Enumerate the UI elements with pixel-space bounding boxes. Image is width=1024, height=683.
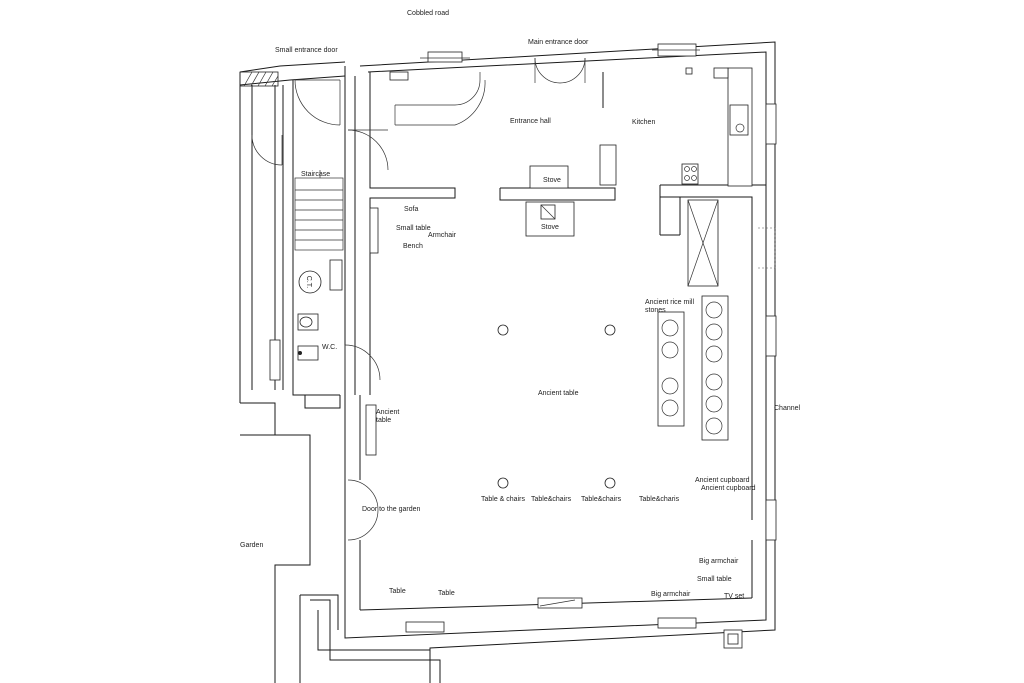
label-bench: Bench bbox=[403, 243, 423, 250]
label-entrance-hall: Entrance hall bbox=[510, 118, 551, 125]
label-sofa: Sofa bbox=[404, 206, 419, 213]
label-ancient-table-side-2: table bbox=[376, 417, 392, 424]
label-ancient-rice-mill-1: Ancient rice mill bbox=[645, 299, 695, 306]
kitchen-fixtures bbox=[389, 67, 753, 187]
label-table-2: Table bbox=[438, 590, 455, 597]
wc-fixtures bbox=[297, 259, 343, 361]
label-stove-upper: Stove bbox=[543, 177, 561, 184]
label-table-chairs-1: Table & chairs bbox=[481, 496, 525, 503]
outer-walls bbox=[239, 41, 776, 683]
label-main-entrance-door: Main entrance door bbox=[528, 39, 589, 46]
label-small-table-left: Small table bbox=[396, 225, 431, 232]
hall-furniture bbox=[365, 67, 743, 649]
label-wc: W.C. bbox=[322, 344, 338, 351]
label-ancient-table-side-1: Ancient bbox=[376, 409, 400, 416]
label-stove-lower: Stove bbox=[541, 224, 559, 231]
label-armchair: Armchair bbox=[428, 232, 457, 239]
doors bbox=[251, 57, 776, 541]
label-ancient-cupboard-2: Ancient cupboard bbox=[701, 485, 756, 492]
label-tv-set: TV set bbox=[724, 593, 745, 600]
label-ancient-cupboard-1: Ancient cupboard bbox=[695, 477, 750, 484]
label-table-chairs-4: Table&charis bbox=[639, 496, 680, 503]
label-ct: C.T. bbox=[305, 275, 313, 289]
label-channel: Channel bbox=[774, 405, 801, 412]
label-table-chairs-2: Table&chairs bbox=[531, 496, 572, 503]
label-ancient-rice-mill-2: stones bbox=[645, 307, 666, 314]
label-door-to-garden: Door to the garden bbox=[362, 506, 421, 513]
label-kitchen: Kitchen bbox=[632, 119, 656, 126]
label-big-armchair-right: Big armchair bbox=[699, 558, 739, 565]
windows bbox=[269, 43, 777, 633]
label-small-table-right: Small table bbox=[697, 576, 732, 583]
label-table-chairs-3: Table&chairs bbox=[581, 496, 622, 503]
label-small-entrance-door: Small entrance door bbox=[275, 47, 338, 54]
label-big-armchair-bottom: Big armchair bbox=[651, 591, 691, 598]
staircase bbox=[294, 170, 344, 251]
label-garden: Garden bbox=[240, 542, 264, 549]
interior-walls bbox=[292, 72, 766, 611]
label-cobbled-road: Cobbled road bbox=[407, 10, 450, 17]
label-table-1: Table bbox=[389, 588, 406, 595]
label-ancient-table-center: Ancient table bbox=[538, 390, 579, 397]
stoves bbox=[525, 165, 575, 237]
label-staircase: Staircase bbox=[301, 171, 331, 178]
